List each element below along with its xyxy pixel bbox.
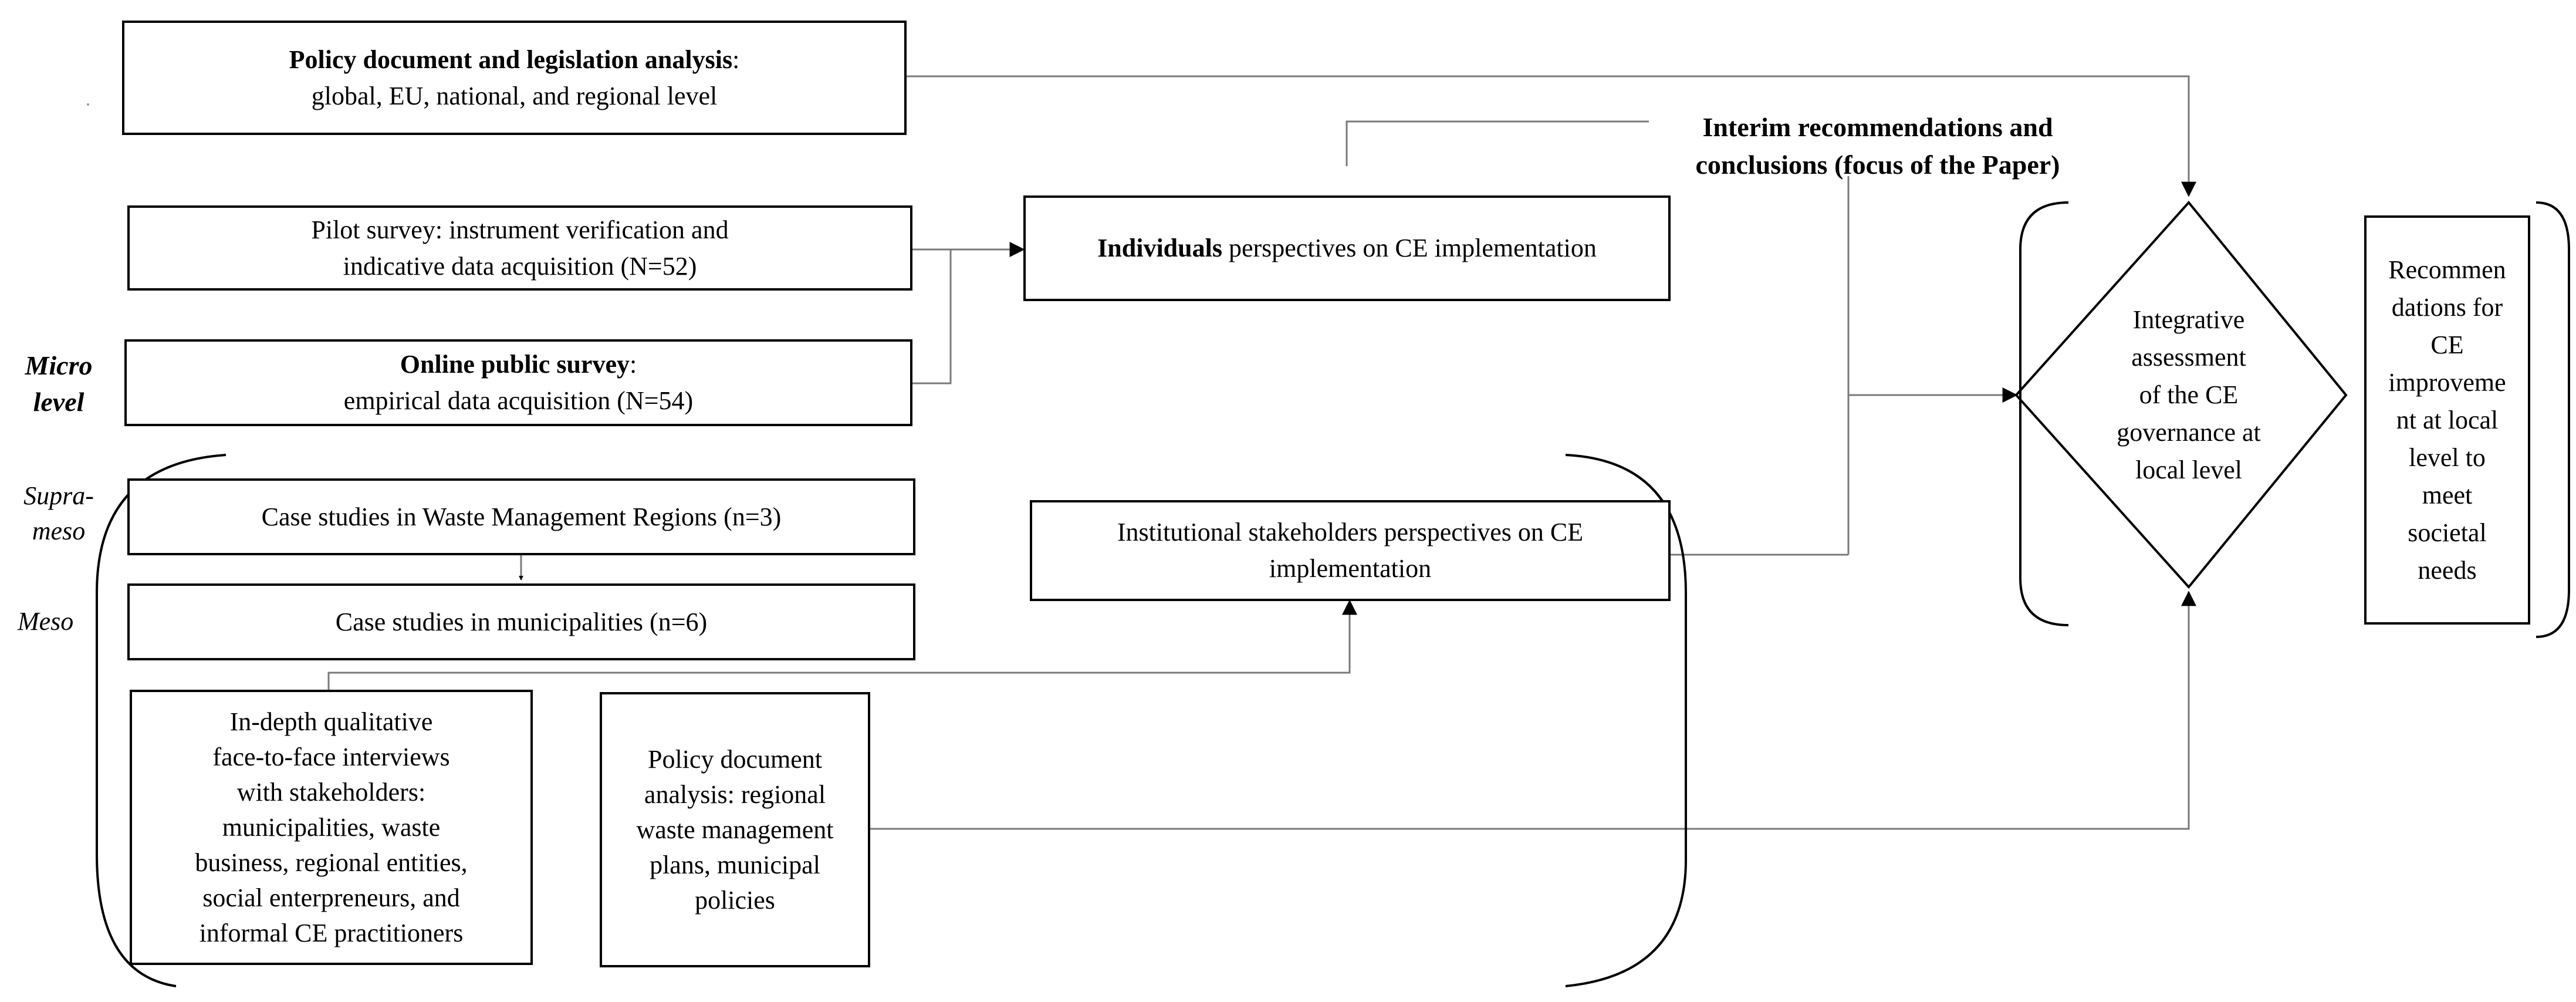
- online-survey-box: Online public survey: empirical data acq…: [124, 339, 912, 426]
- recommendations-line: needs: [2418, 555, 2477, 585]
- interviews-line: face-to-face interviews: [212, 742, 450, 771]
- interviews-line: social enterpreneurs, and: [202, 883, 460, 912]
- regional-policy-line: Policy document: [648, 744, 822, 774]
- micro-level-line2: level: [33, 387, 84, 417]
- online-survey-colon: :: [629, 350, 637, 379]
- recommendations-line: nt at local: [2396, 405, 2499, 434]
- regional-policy-line: waste management: [636, 815, 834, 844]
- interviews-line: business, regional entities,: [195, 848, 468, 877]
- micro-level-line1: Micro: [25, 350, 93, 380]
- recommendations-line: Recommen: [2388, 255, 2506, 284]
- individuals-perspectives-box: Individuals perspectives on CE implement…: [1023, 195, 1671, 301]
- institutional-line2: implementation: [1269, 554, 1432, 583]
- recommendations-line: CE: [2430, 330, 2464, 359]
- interviews-line: informal CE practitioners: [199, 918, 464, 947]
- policy-legislation-colon: :: [732, 45, 740, 74]
- meso-group-right-bracket: [1565, 454, 1687, 987]
- policy-legislation-box: Policy document and legislation analysis…: [122, 21, 907, 135]
- diamond-left-bracket: [2019, 201, 2069, 626]
- regional-policy-line: policies: [695, 885, 775, 915]
- individuals-bold-label: Individuals: [1097, 234, 1222, 262]
- connector-interviews-to-institutional: [327, 599, 1357, 690]
- interim-recommendations-label: Interim recommendations and conclusions …: [1649, 109, 2107, 184]
- diamond-line: Integrative: [2132, 305, 2245, 334]
- individuals-rest-label: perspectives on CE implementation: [1222, 234, 1597, 262]
- interviews-line: In-depth qualitative: [229, 707, 433, 736]
- policy-legislation-title: Policy document and legislation analysis: [289, 45, 733, 74]
- connector-individuals-to-interim: [1346, 120, 1649, 166]
- recommendations-line: level to: [2409, 443, 2486, 472]
- diamond-line: assessment: [2131, 343, 2246, 372]
- connector-online-survey: [912, 249, 952, 384]
- institutional-perspectives-box: Institutional stakeholders perspectives …: [1030, 500, 1671, 601]
- regional-policy-line: analysis: regional: [644, 780, 826, 809]
- connector-regional-policy-to-diamond: [870, 591, 2196, 830]
- pilot-survey-line1: Pilot survey: instrument verification an…: [311, 215, 729, 244]
- online-survey-detail: empirical data acquisition (N=54): [343, 386, 694, 415]
- meso-text: Meso: [18, 607, 74, 636]
- recommendations-line: improveme: [2388, 367, 2506, 397]
- diamond-line: governance at: [2117, 418, 2261, 447]
- supra-meso-line1: Supra-: [23, 481, 94, 510]
- interviews-line: municipalities, waste: [222, 812, 441, 842]
- diamond-label: Integrative assessment of the CE governa…: [2074, 301, 2303, 489]
- pilot-survey-line2: indicative data acquisition (N=52): [343, 251, 697, 281]
- connector-policy-to-diamond: [907, 75, 2196, 197]
- waste-regions-text: Case studies in Waste Management Regions…: [261, 502, 782, 531]
- interim-line2: conclusions (focus of the Paper): [1695, 150, 2060, 180]
- interviews-line: with stakeholders:: [236, 777, 426, 807]
- municipalities-box: Case studies in municipalities (n=6): [127, 583, 915, 660]
- meso-label: Meso: [18, 603, 73, 640]
- municipalities-text: Case studies in municipalities (n=6): [335, 607, 708, 636]
- recommendations-line: societal: [2408, 518, 2487, 547]
- supra-meso-line2: meso: [32, 517, 86, 545]
- regional-policy-box: Policy document analysis: regional waste…: [600, 692, 870, 967]
- interviews-box: In-depth qualitative face-to-face interv…: [130, 690, 533, 965]
- interim-line1: Interim recommendations and: [1702, 112, 2053, 142]
- institutional-line1: Institutional stakeholders perspectives …: [1117, 518, 1584, 546]
- online-survey-title: Online public survey: [400, 350, 630, 379]
- recommendations-right-bracket: [2536, 201, 2570, 638]
- pilot-survey-box: Pilot survey: instrument verification an…: [127, 205, 912, 291]
- waste-regions-box: Case studies in Waste Management Regions…: [127, 478, 915, 555]
- micro-level-label: Micro level: [12, 348, 106, 420]
- recommendations-box: Recommen dations for CE improveme nt at …: [2364, 215, 2530, 625]
- supra-meso-label: Supra- meso: [12, 478, 106, 549]
- regional-policy-line: plans, municipal: [650, 850, 820, 879]
- speck-dot: [87, 103, 89, 106]
- recommendations-line: dations for: [2391, 292, 2503, 322]
- assessment-diamond: [2014, 200, 2348, 589]
- diamond-line: local level: [2135, 456, 2242, 484]
- diamond-line: of the CE: [2139, 380, 2239, 409]
- policy-legislation-scope: global, EU, national, and regional level: [311, 81, 718, 110]
- recommendations-line: meet: [2422, 480, 2473, 510]
